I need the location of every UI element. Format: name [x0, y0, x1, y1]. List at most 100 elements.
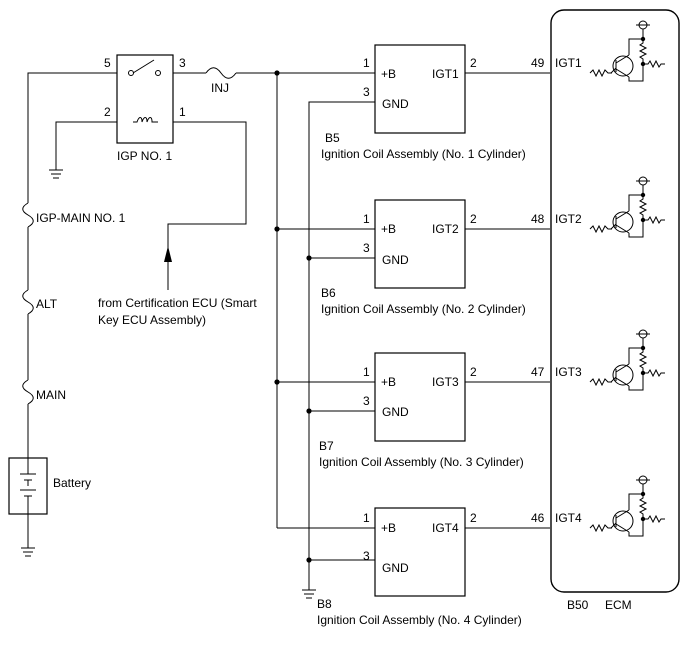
coil-pin-igt: 2 — [470, 56, 477, 70]
output-resistor-icon — [643, 514, 665, 524]
transistor-collector — [615, 363, 630, 373]
junction-gnd-3 — [306, 408, 312, 414]
coil-plus-label: +B — [381, 375, 396, 389]
inj-fuse-symbol — [205, 67, 237, 79]
ecm-signal-label: IGT1 — [555, 56, 582, 70]
ecm-signal-label: IGT4 — [555, 511, 582, 525]
inj-fuse-label: INJ — [211, 81, 229, 95]
coil-plus-label: +B — [381, 67, 396, 81]
coil-description: Ignition Coil Assembly (No. 4 Cylinder) — [317, 613, 522, 627]
ecu-pin-number: 46 — [531, 511, 545, 525]
ecm-code: B50 — [567, 598, 589, 612]
coil-box-4 — [374, 507, 466, 597]
coil-pin-igt: 2 — [470, 365, 477, 379]
battery-icon — [20, 458, 36, 514]
coil-gnd-label: GND — [382, 253, 409, 267]
coil-plus-label: +B — [381, 222, 396, 236]
relay-name: IGP NO. 1 — [117, 149, 172, 163]
alt-fuse-label: ALT — [36, 297, 58, 311]
transistor-emitter — [615, 523, 630, 533]
main-fuse-label: MAIN — [36, 388, 66, 402]
coil-pin-plus: 1 — [363, 365, 370, 379]
junction-gnd-2 — [306, 255, 312, 261]
ecm-box — [550, 9, 680, 593]
arrow-up-icon — [164, 246, 172, 262]
coil-box-1 — [374, 44, 466, 134]
wire-coil-ground — [55, 121, 133, 170]
junction-bus-top — [274, 70, 280, 76]
coil-plus-label: +B — [381, 521, 396, 535]
wire-supply-top — [27, 72, 130, 200]
coil-code: B7 — [319, 439, 334, 453]
transistor-icon — [612, 510, 634, 532]
ecu-pin-number: 47 — [531, 365, 545, 379]
coil-gnd-label: GND — [382, 561, 409, 575]
transistor-cell-1 — [589, 20, 665, 82]
coil-group-3: +B GND IGT3 1 3 2 47 B7 Ignition Coil As… — [274, 352, 550, 469]
coil-code: B8 — [317, 597, 332, 611]
transistor-emitter — [615, 68, 630, 78]
transistor-icon — [612, 364, 634, 386]
pullup-resistor-icon — [638, 494, 648, 519]
ecu-pin-number: 48 — [531, 212, 545, 226]
output-resistor-icon — [643, 59, 665, 69]
coil-box-2 — [374, 199, 466, 289]
igp-relay-box — [116, 54, 174, 144]
coil-pin-igt: 2 — [470, 511, 477, 525]
coil-code: B5 — [325, 131, 340, 145]
transistor-collector — [615, 509, 630, 519]
node-dot — [640, 36, 646, 42]
battery-label: Battery — [53, 476, 91, 490]
output-resistor-icon — [643, 368, 665, 378]
pullup-resistor-icon — [638, 195, 648, 220]
coil-box-3 — [374, 352, 466, 442]
coil-pin-plus: 1 — [363, 212, 370, 226]
coil-igt-label: IGT2 — [432, 222, 459, 236]
emitter-wire — [628, 373, 644, 391]
transistor-cell-2 — [589, 176, 665, 238]
transistor-base-lead — [610, 376, 617, 383]
transistor-base-lead — [610, 223, 617, 230]
ground-icon-battery — [21, 547, 35, 557]
transistor-base-lead — [610, 522, 617, 529]
igp-main-fuse-label: IGP-MAIN NO. 1 — [36, 211, 126, 225]
relay-pin-3: 3 — [179, 56, 186, 70]
collector-wire — [628, 38, 643, 55]
coil-description: Ignition Coil Assembly (No. 2 Cylinder) — [321, 302, 526, 316]
coil-pin-igt: 2 — [470, 212, 477, 226]
ecm-name: ECM — [605, 598, 632, 612]
transistor-emitter — [615, 224, 630, 234]
output-resistor-icon — [643, 215, 665, 225]
transistor-base-lead — [610, 67, 617, 74]
ecm-signal-label: IGT3 — [555, 365, 582, 379]
junction-plus-2 — [274, 226, 280, 232]
cert-ecu-line2: Key ECU Assembly) — [98, 313, 206, 327]
relay-coil-icon — [133, 117, 158, 123]
coil-igt-label: IGT4 — [432, 521, 459, 535]
alt-fuse-symbol — [22, 289, 34, 315]
relay-contact-3 — [155, 70, 161, 76]
collector-wire — [628, 347, 643, 364]
wire-coil-cert-ecu — [158, 121, 247, 250]
coil-code: B6 — [321, 286, 336, 300]
coil-pin-gnd: 3 — [363, 394, 370, 408]
coil-pin-gnd: 3 — [363, 85, 370, 99]
main-fuse-symbol — [22, 379, 34, 405]
transistor-cell-3 — [589, 329, 665, 391]
emitter-wire — [628, 220, 644, 238]
transistor-icon — [612, 55, 634, 77]
base-resistor-icon — [589, 224, 612, 234]
igp-main-fuse-symbol — [22, 202, 34, 228]
coil-pin-plus: 1 — [363, 511, 370, 525]
ecu-pin-number: 49 — [531, 56, 545, 70]
relay-pin-5: 5 — [104, 56, 111, 70]
ground-bus — [308, 101, 375, 590]
relay-contact-5 — [128, 70, 134, 76]
cert-ecu-line1: from Certification ECU (Smart — [98, 296, 257, 310]
collector-wire — [628, 194, 643, 211]
ground-icon-coils — [302, 589, 316, 599]
coil-group-4: +B GND IGT4 1 3 2 46 B8 Ignition Coil As… — [277, 507, 550, 627]
base-resistor-icon — [589, 68, 612, 78]
relay-pin-1: 1 — [179, 105, 186, 119]
